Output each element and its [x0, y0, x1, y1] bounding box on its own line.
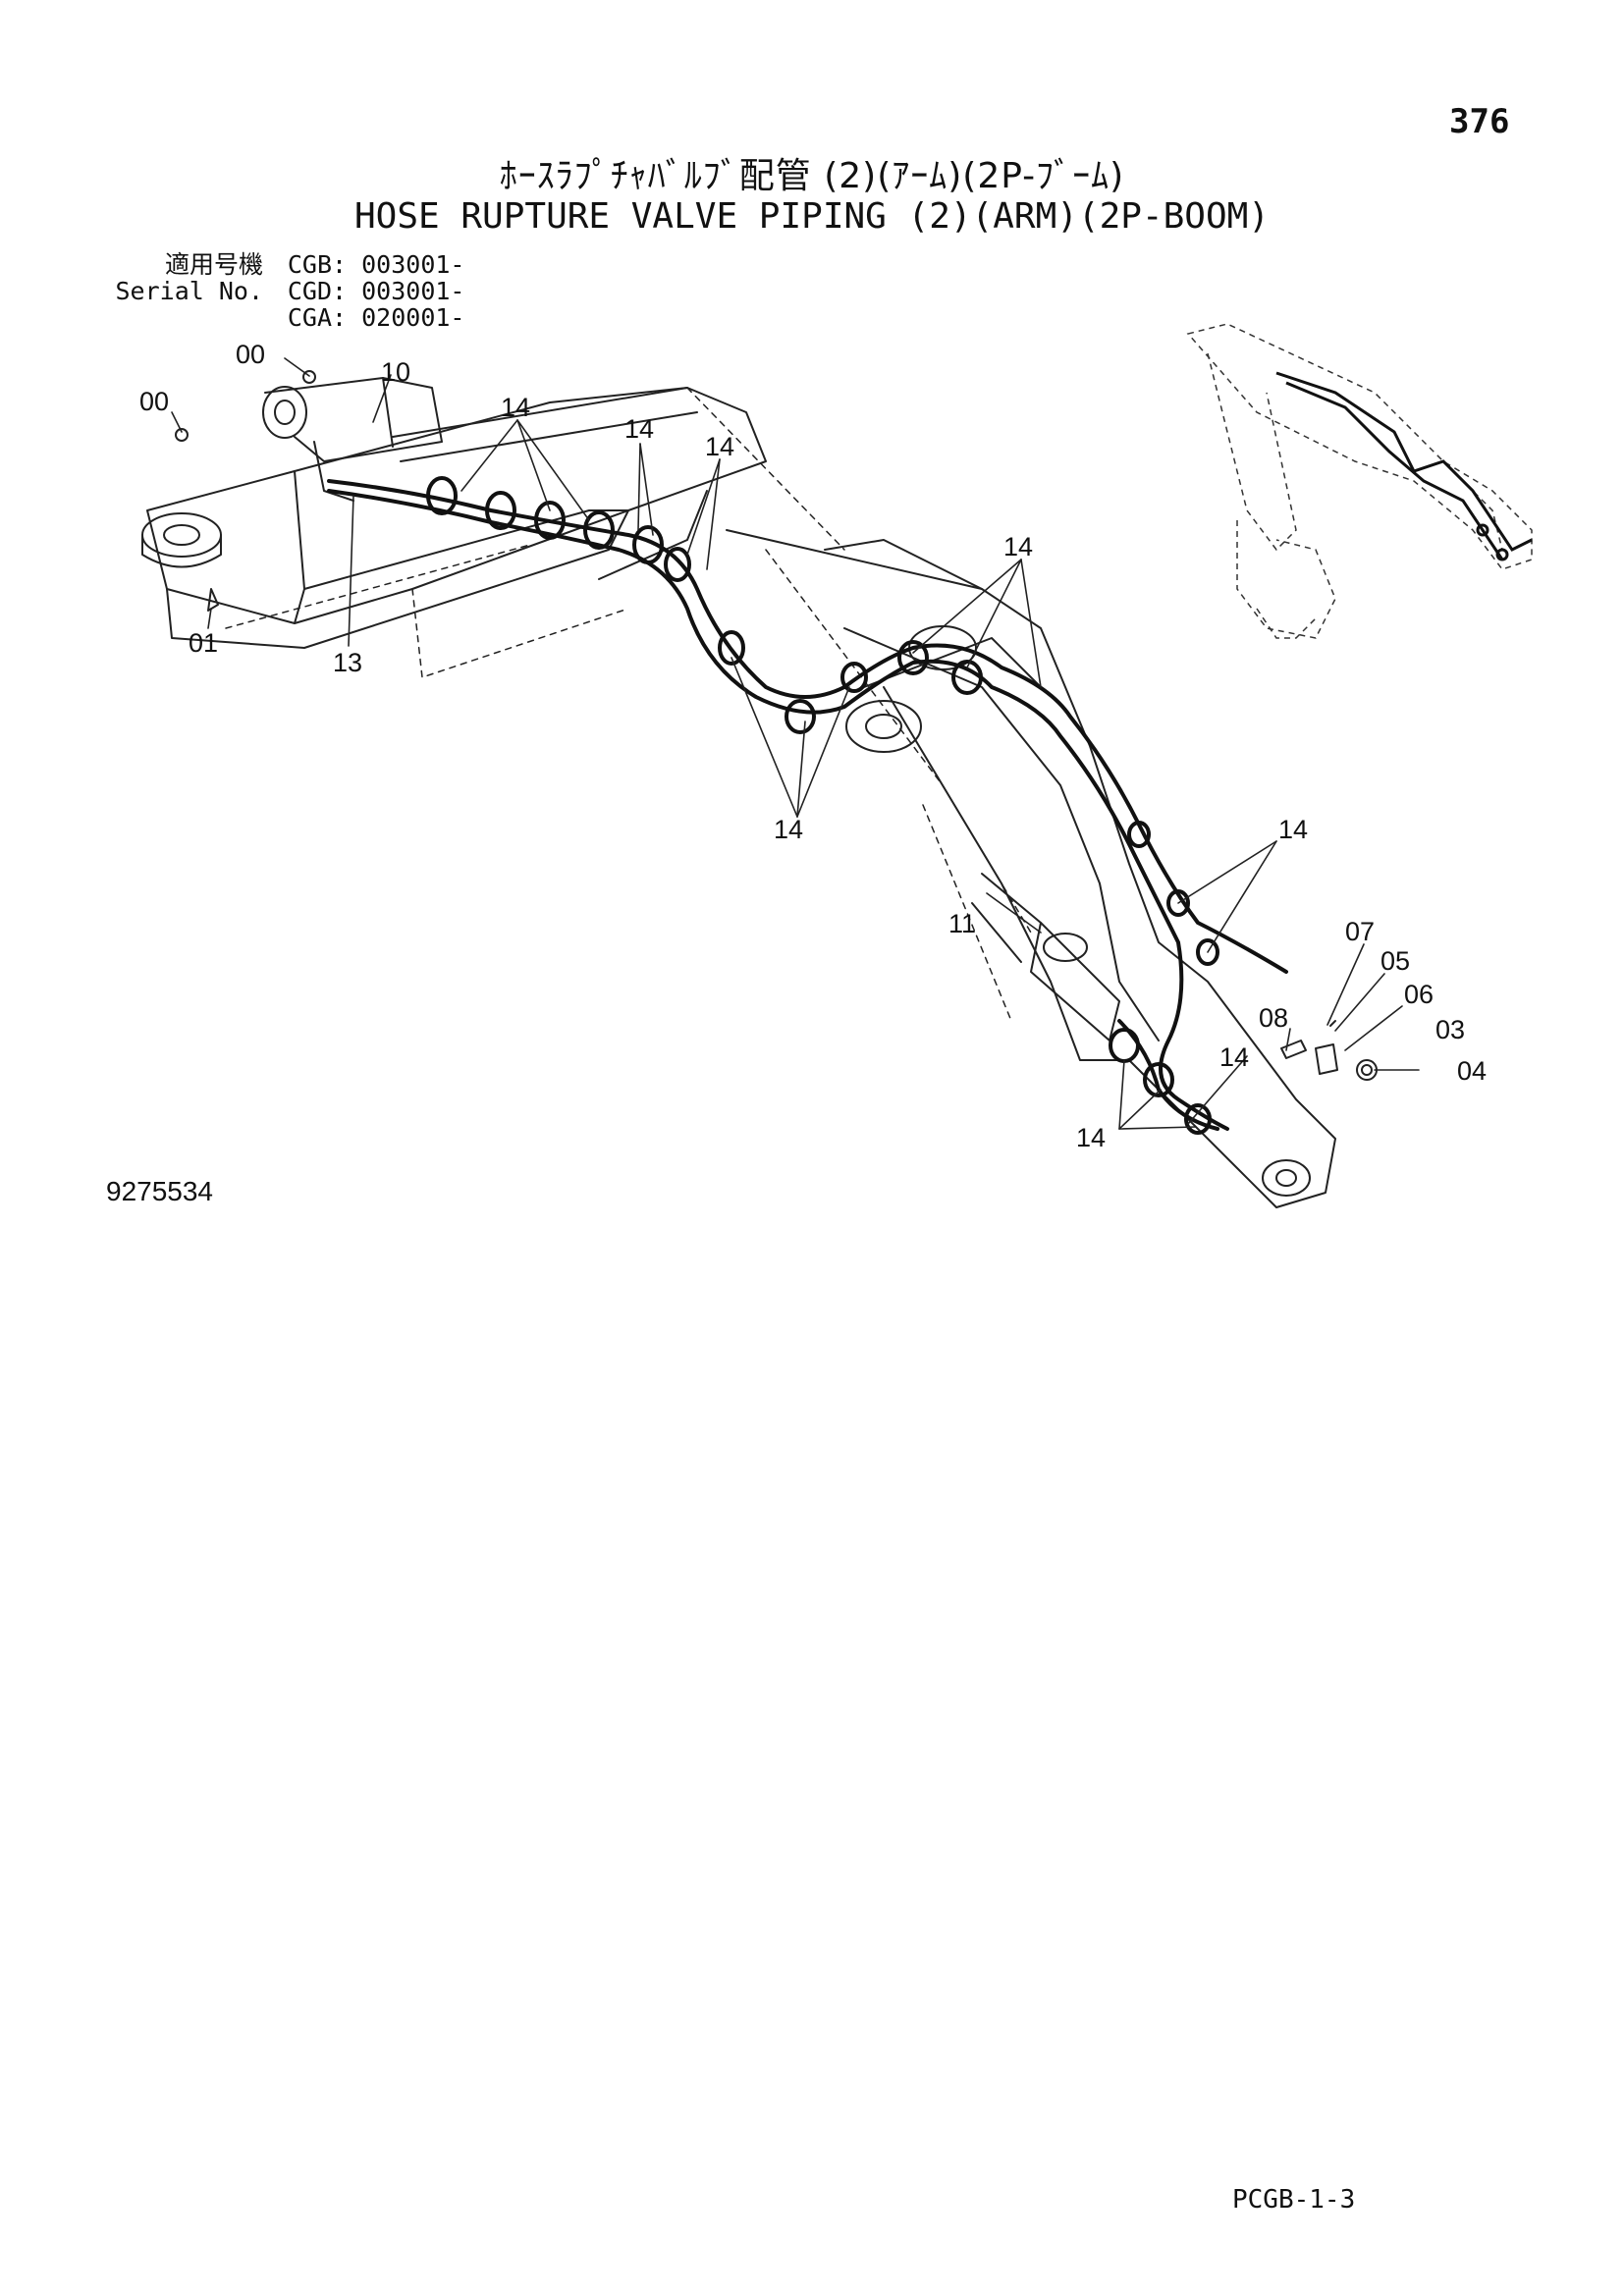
- serial-range: 003001-: [361, 250, 465, 279]
- callout-06: 06: [1404, 980, 1434, 1009]
- callout-01: 01: [189, 628, 218, 658]
- callout-10: 10: [381, 357, 410, 387]
- drawing-number: 9275534: [106, 1176, 214, 1206]
- arm-structure: [141, 377, 845, 678]
- overview-hose: [1275, 371, 1533, 561]
- serial-label-jp: 適用号機: [164, 250, 263, 279]
- serial-row: CGA: 020001-: [108, 303, 465, 332]
- page-number: 376: [1449, 102, 1510, 141]
- serial-range: 003001-: [361, 277, 465, 305]
- leader-lines: [171, 357, 1420, 1130]
- callout-05: 05: [1380, 946, 1410, 976]
- callout-labels: 00 00 10 14 14 14 01 13 14 14 14 11 07 0…: [139, 340, 1487, 1152]
- serial-label-en: Serial No.: [115, 277, 263, 305]
- callout-14: 14: [774, 815, 803, 844]
- callout-14: 14: [1003, 532, 1033, 561]
- callout-03: 03: [1435, 1015, 1465, 1044]
- callout-14: 14: [705, 432, 734, 461]
- callout-00: 00: [139, 387, 169, 416]
- callout-14: 14: [501, 393, 530, 422]
- hose-routing: [327, 476, 1288, 1135]
- boom-structure: [726, 529, 1336, 1208]
- callout-07: 07: [1345, 917, 1375, 946]
- callout-14: 14: [1278, 815, 1308, 844]
- model-code: CGB: [287, 250, 332, 279]
- callout-00: 00: [236, 340, 265, 369]
- callout-04: 04: [1457, 1056, 1487, 1086]
- callout-14: 14: [1076, 1123, 1106, 1152]
- overview-inset: [1186, 323, 1533, 639]
- callout-08: 08: [1259, 1003, 1288, 1033]
- serial-row: Serial No.CGD: 003001-: [108, 278, 464, 304]
- callout-13: 13: [333, 648, 362, 677]
- callout-14: 14: [1219, 1042, 1249, 1072]
- serial-range: 020001-: [361, 303, 465, 332]
- callout-11: 11: [948, 909, 976, 938]
- title-english: HOSE RUPTURE VALVE PIPING (2)(ARM)(2P-BO…: [354, 196, 1270, 237]
- model-code: CGA: [287, 303, 332, 332]
- callout-14: 14: [624, 414, 654, 444]
- sheet-code: PCGB-1-3: [1232, 2185, 1356, 2215]
- title-japanese: ﾎｰｽﾗﾌﾟﾁｬﾊﾞﾙﾌﾞ配管 (2)(ｱｰﾑ)(2P-ﾌﾞｰﾑ): [499, 156, 1125, 196]
- model-code: CGD: [287, 277, 332, 305]
